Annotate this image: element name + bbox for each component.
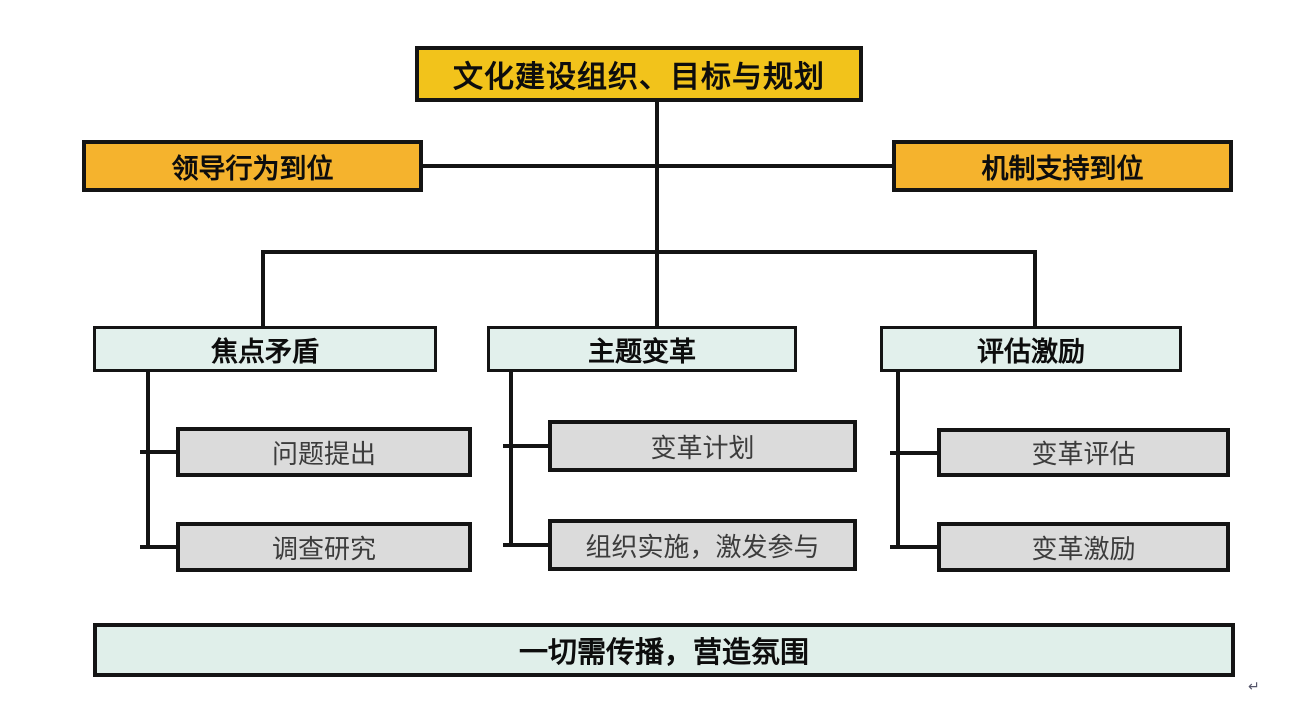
node-leadership-support: 领导行为到位 — [82, 140, 423, 192]
node-col1-child-investigation: 调查研究 — [176, 522, 472, 572]
connector-supports-horizontal — [423, 164, 892, 168]
paragraph-return-icon: ↵ — [1248, 678, 1260, 694]
node-col2-child-implementation: 组织实施，激发参与 — [548, 519, 857, 571]
connector-col2-vertical — [509, 372, 513, 547]
node-col1-child-problem-raising: 问题提出 — [176, 427, 472, 477]
node-mechanism-support: 机制支持到位 — [892, 140, 1233, 192]
connector-col3-stub-1 — [890, 451, 937, 455]
connector-col3-stub-2 — [890, 545, 937, 549]
connector-col1-stub-2 — [140, 545, 176, 549]
node-col1-header-focus-contradiction: 焦点矛盾 — [93, 326, 437, 372]
node-root-title: 文化建设组织、目标与规划 — [415, 46, 863, 102]
node-col3-header-evaluation-incentive: 评估激励 — [880, 326, 1182, 372]
connector-col3-vertical — [896, 372, 900, 549]
connector-root-vertical — [655, 102, 659, 326]
connector-col1-stub-1 — [140, 450, 176, 454]
connector-branch-drop-left — [261, 250, 265, 330]
connector-branch-drop-right — [1033, 250, 1037, 330]
node-col2-header-theme-change: 主题变革 — [487, 326, 797, 372]
node-col2-child-change-plan: 变革计划 — [548, 420, 857, 472]
connector-col2-stub-2 — [503, 543, 548, 547]
connector-col2-stub-1 — [503, 444, 548, 448]
connector-branch-bar — [261, 250, 1037, 254]
node-footer-communication-banner: 一切需传播，营造氛围 — [93, 623, 1235, 677]
connector-col1-vertical — [146, 372, 150, 549]
node-col3-child-change-incentive: 变革激励 — [937, 522, 1230, 572]
node-col3-child-change-evaluation: 变革评估 — [937, 428, 1230, 477]
